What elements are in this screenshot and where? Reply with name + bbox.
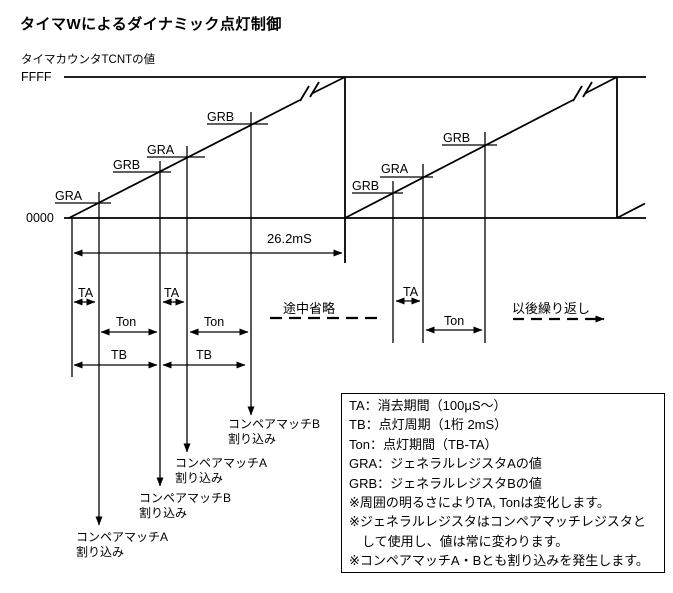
break-mark-2b: [582, 81, 593, 98]
page-title: タイマWによるダイナミック点灯制御: [20, 16, 282, 33]
interrupt-word: 割り込み: [76, 545, 125, 559]
interrupt-word: 割り込み: [139, 506, 188, 520]
legend-note-2b: して使用し、値は常に変わります。: [349, 533, 569, 549]
omission-label: 途中省略: [283, 301, 336, 316]
grb-label-4: GRB: [443, 131, 471, 145]
interrupt-label-b1: コンペアマッチB 割り込み: [139, 491, 231, 521]
grb-label-1: GRB: [113, 158, 141, 172]
tcnt-caption: タイマカウンタTCNTの値: [21, 54, 156, 66]
gra-label-3: GRA: [381, 162, 409, 176]
legend-note-2a: ※ジェネラルレジスタはコンペアマッチレジスタと: [349, 514, 646, 530]
interrupt-source-a: コンペアマッチA: [76, 530, 169, 544]
legend-note-3: ※コンペアマッチA・Bとも割り込みを発生します。: [349, 553, 649, 569]
ramp-2-segment-a: [344, 99, 574, 219]
ramp-2-segment-b: [584, 76, 618, 95]
interrupt-arrows: [95, 112, 255, 526]
ton-label-1: Ton: [116, 315, 137, 329]
interrupt-source-b: コンペアマッチB: [139, 491, 232, 505]
ffff-label: FFFF: [21, 70, 52, 84]
sawtooth-cycle-1: [68, 76, 346, 263]
interrupt-source-a: コンペアマッチA: [175, 456, 268, 470]
break-mark-1b: [309, 81, 320, 98]
ta-label-3: TA: [403, 285, 419, 299]
ta-label-1: TA: [78, 286, 94, 300]
measurement-arrows: [73, 249, 483, 369]
legend-line-ta: TA：消去期間（100μS～）: [349, 398, 507, 413]
zero-label: 0000: [26, 211, 54, 225]
interrupt-label-a1: コンペアマッチA 割り込み: [76, 530, 168, 560]
interrupt-source-b: コンペアマッチB: [228, 417, 321, 431]
legend-line-grb: GRB：ジェネラルレジスタBの値: [349, 475, 542, 491]
legend-box: TA：消去期間（100μS～） TB：点灯周期（1桁 2mS） Ton：点灯期間…: [341, 393, 665, 573]
grb-label-2: GRB: [207, 110, 235, 124]
grb-label-3: GRB: [352, 179, 380, 193]
tcnt-axis: [64, 76, 646, 219]
interrupt-label-b2: コンペアマッチB 割り込み: [228, 417, 320, 447]
ramp-1-segment-a: [68, 99, 301, 219]
legend-line-tb: TB：点灯周期（1桁 2mS）: [349, 417, 508, 433]
period-label: 26.2mS: [267, 231, 312, 246]
ramp-3-segment: [616, 202, 646, 219]
interrupt-word: 割り込み: [175, 471, 224, 485]
interrupt-word: 割り込み: [228, 432, 277, 446]
sawtooth-cycle-2: [344, 76, 618, 219]
ta-label-2: TA: [164, 286, 180, 300]
legend-note-1: ※周囲の明るさによりTA, Tonは変化します。: [349, 495, 610, 511]
interrupt-label-a2: コンペアマッチA 割り込み: [175, 456, 267, 486]
break-mark-1a: [299, 85, 310, 102]
break-mark-2a: [572, 85, 583, 102]
ramp-1-segment-b: [311, 76, 346, 95]
gra-label-1: GRA: [55, 189, 83, 203]
dashed-lines: [270, 315, 605, 323]
tb-label-2: TB: [196, 348, 212, 362]
tb-label-1: TB: [111, 348, 127, 362]
repeat-label: 以後繰り返し: [512, 301, 591, 316]
legend-line-ton: Ton：点灯期間（TB-TA）: [349, 436, 498, 452]
ton-label-2: Ton: [204, 315, 225, 329]
sawtooth-cycle-3: [616, 202, 646, 219]
compare-value-ticks: [55, 123, 497, 377]
legend-line-gra: GRA：ジェネラルレジスタAの値: [349, 456, 542, 472]
ton-label-3: Ton: [444, 314, 465, 328]
gra-label-2: GRA: [147, 143, 175, 157]
